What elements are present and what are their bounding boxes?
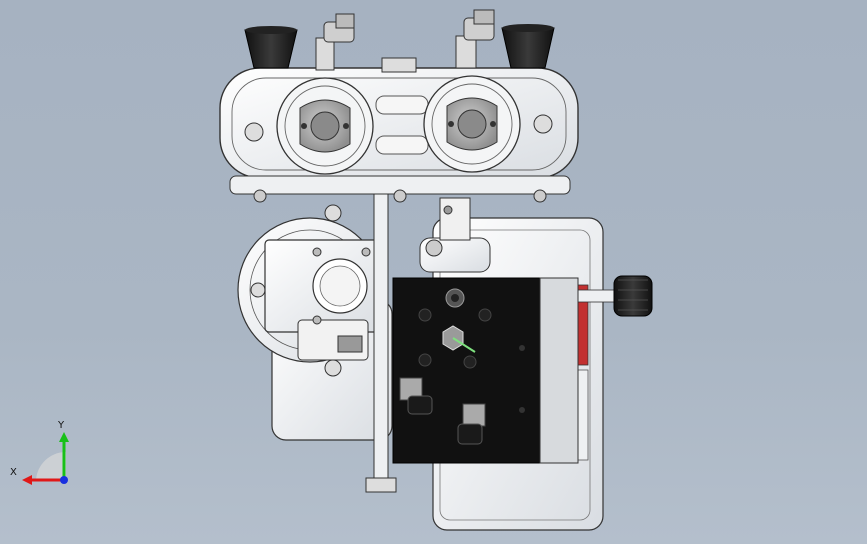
y-axis-arrowhead [59, 432, 69, 442]
elbow-fitting-left [315, 13, 355, 71]
adjust-knob [577, 275, 653, 317]
y-axis-label: Y [58, 420, 65, 431]
pump-block [264, 239, 384, 361]
fitting-right [457, 403, 486, 445]
mounting-bracket [365, 189, 397, 493]
rubber-cap-right [501, 24, 555, 69]
triad-sector [36, 451, 66, 480]
z-axis-dot [60, 476, 68, 484]
burner-head-left [276, 77, 374, 175]
x-axis-arrowhead [22, 475, 32, 485]
burner-head-right [423, 75, 521, 173]
rubber-cap-left [244, 26, 298, 69]
fitting-left [399, 377, 433, 415]
burner-manifold [219, 57, 579, 203]
x-axis-label: X [10, 467, 17, 478]
axis-triad: Y X [10, 420, 80, 495]
control-panel [392, 277, 579, 464]
elbow-fitting-right [455, 9, 495, 69]
connector-pipe [419, 197, 491, 273]
